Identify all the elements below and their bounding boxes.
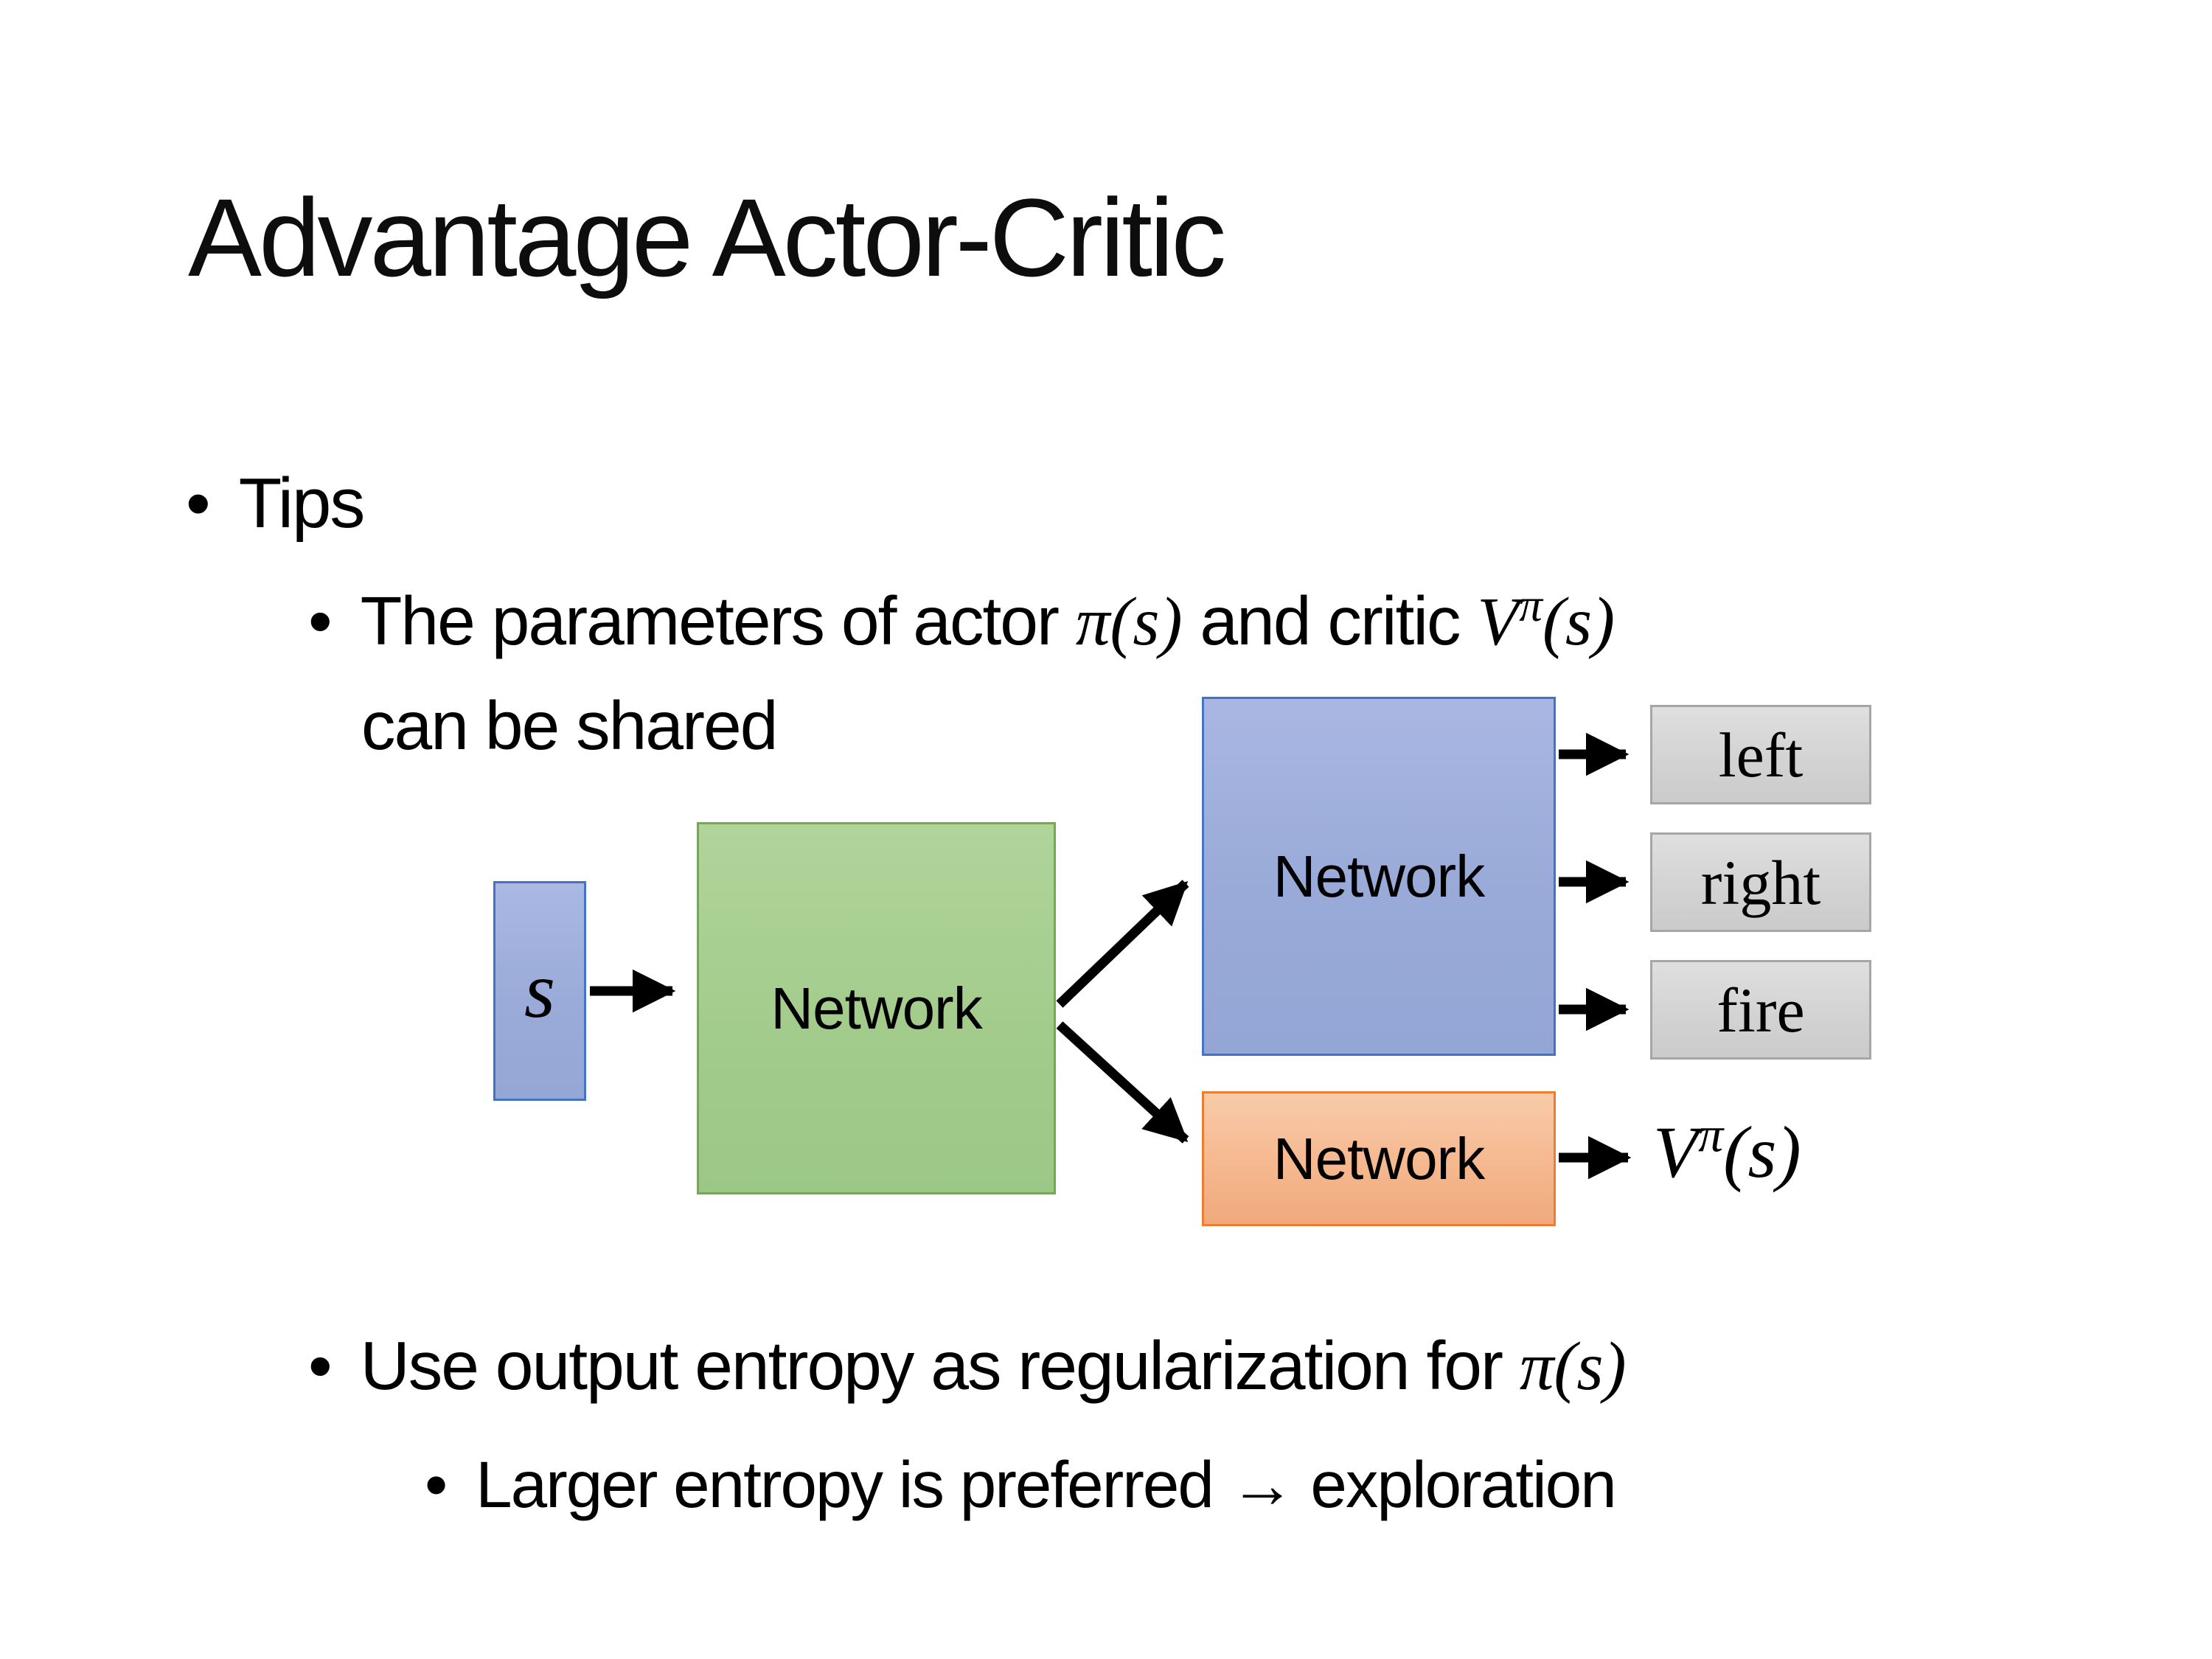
bullet-params-line2: can be shared [361, 687, 778, 764]
action-right-box: right [1650, 832, 1871, 932]
bullet-dot: • [425, 1447, 448, 1521]
shared-network-label: Network [771, 975, 982, 1041]
math-pi-s: π(s) [1075, 584, 1183, 660]
bullet-entropy-pre: Use output entropy as regularization for [360, 1327, 1520, 1404]
value-v-base: V [1653, 1111, 1699, 1193]
state-input-box: s [493, 881, 586, 1101]
action-fire-box: fire [1650, 960, 1871, 1060]
bullet-params-shared: • The parameters of actor π(s) and critic… [308, 569, 1615, 777]
actor-network-label: Network [1273, 843, 1485, 909]
bullet-params-mid: and critic [1182, 582, 1478, 659]
actor-network-box: Network [1202, 697, 1556, 1056]
bullet-dot: • [186, 464, 211, 543]
math-v-base: V [1477, 584, 1520, 660]
math-pi-s-2: π(s) [1519, 1329, 1627, 1405]
arrow-shared-to-actor [1056, 880, 1189, 1008]
critic-network-box: Network [1202, 1091, 1556, 1226]
action-fire-label: fire [1717, 974, 1805, 1046]
bullet-params-pre: The parameters of actor [360, 582, 1076, 659]
action-left-box: left [1650, 705, 1871, 804]
bullet-tips-label: Tips [238, 464, 366, 543]
math-v-sup: π [1519, 580, 1543, 631]
bullet-dot: • [308, 582, 333, 659]
action-left-label: left [1718, 719, 1804, 790]
slide-title: Advantage Actor-Critic [188, 175, 1226, 299]
arrow-shared-to-critic [1056, 1021, 1189, 1144]
action-right-label: right [1700, 846, 1821, 918]
math-v-pi-s: Vπ(s) [1477, 582, 1615, 660]
state-label: s [524, 947, 556, 1034]
bullet-entropy-reg: • Use output entropy as regularization fo… [308, 1314, 1627, 1419]
value-v-args: (s) [1723, 1111, 1801, 1193]
value-v-sup: π [1698, 1106, 1724, 1163]
shared-network-box: Network [697, 822, 1056, 1194]
math-v-args: (s) [1542, 584, 1615, 660]
bullet-larger-entropy-text: Larger entropy is preferred → exploratio… [476, 1447, 1617, 1521]
critic-network-label: Network [1273, 1125, 1485, 1192]
value-output-label: Vπ(s) [1653, 1110, 1801, 1194]
bullet-tips: • Tips [186, 463, 366, 544]
bullet-larger-entropy: • Larger entropy is preferred → explorati… [425, 1447, 1617, 1523]
bullet-dot: • [308, 1327, 333, 1404]
